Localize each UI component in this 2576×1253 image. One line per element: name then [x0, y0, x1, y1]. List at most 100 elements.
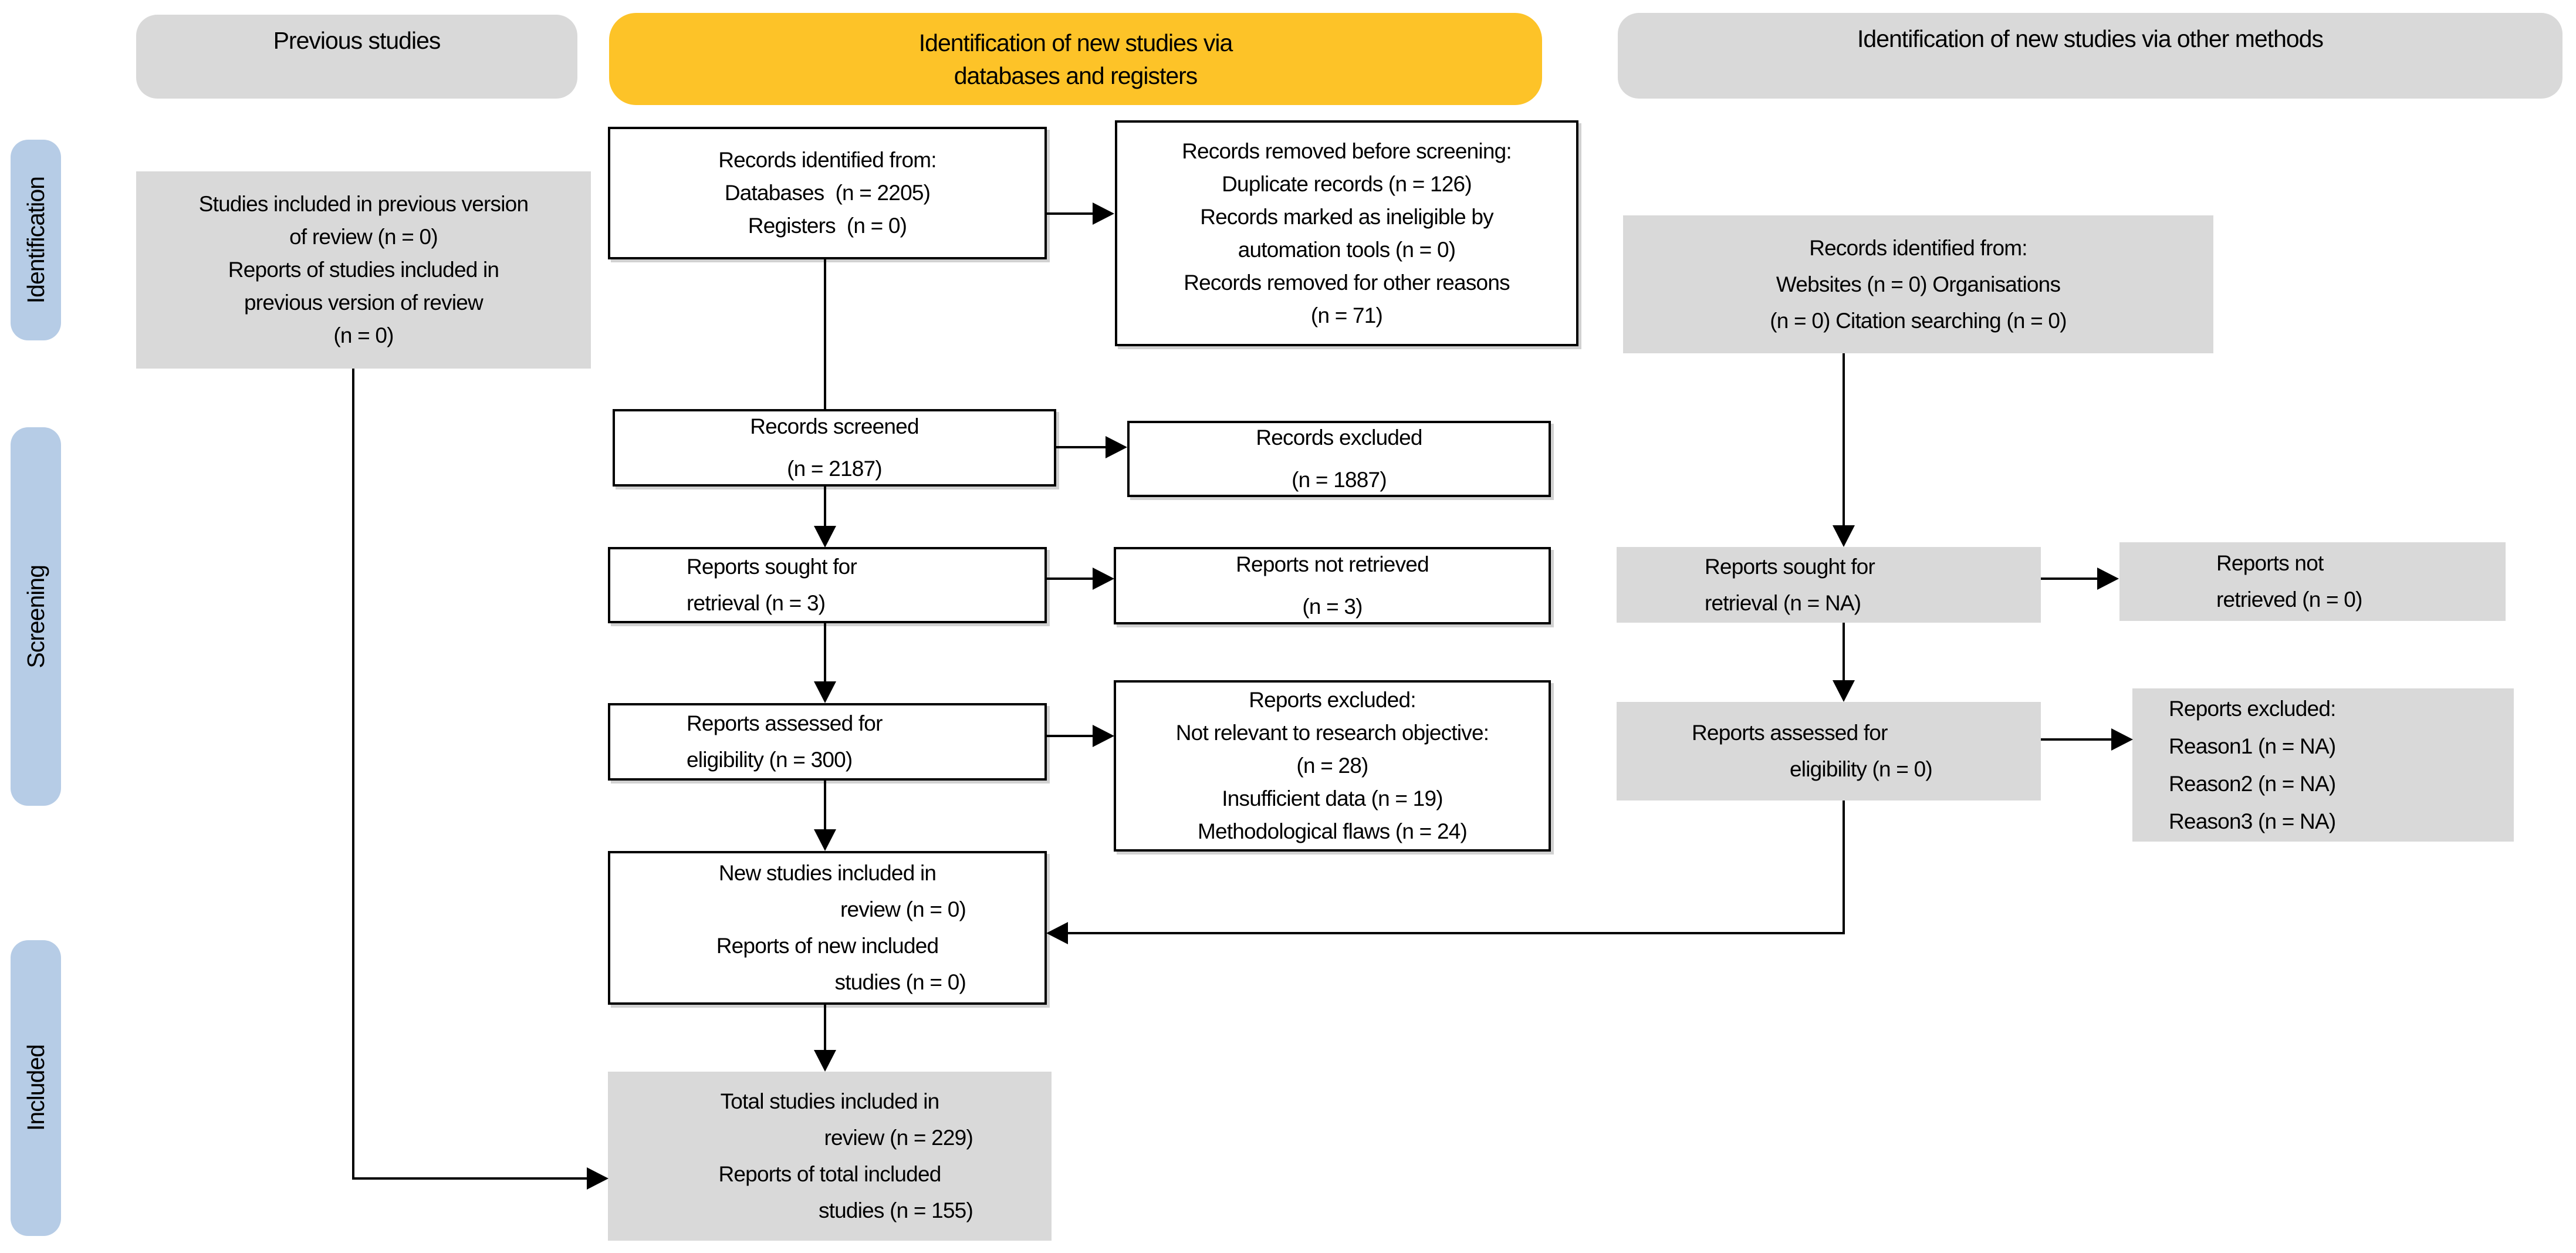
text-line: New studies included in [718, 861, 937, 885]
text-line: (n = 2187) [787, 457, 883, 481]
box-other-records-identified: Records identified from: Websites (n = 0)… [1623, 215, 2213, 353]
text-line: Reports excluded: [1249, 688, 1416, 712]
text-line: Records identified from: [1809, 235, 2027, 260]
text-line: review (n = 229) [824, 1126, 973, 1150]
text-line: Databases (n = 2205) [724, 181, 931, 205]
arrowhead-into-total-studies [814, 1050, 836, 1072]
text-line: (n = 0) [333, 323, 394, 347]
stage-screening-label: Screening [22, 565, 49, 668]
text-line: Reason3 (n = NA) [2169, 809, 2336, 833]
text-line: eligibility (n = 300) [687, 748, 853, 772]
text-line: Reports of new included [716, 934, 939, 958]
box-reports-not-retrieved: Reports not retrieved (n = 3) [1114, 547, 1551, 624]
connector-other-sought-to-not-retrieved [2041, 577, 2097, 580]
connector-other-sought-to-assessed [1843, 623, 1845, 681]
box-records-removed: Records removed before screening: Duplica… [1115, 120, 1578, 346]
text-line: eligibility (n = 0) [1790, 757, 1933, 781]
box-previous-studies: Studies included in previous version of r… [136, 171, 591, 369]
arrowhead-into-new-studies-from-other [1046, 922, 1068, 944]
text-line: Records removed for other reasons [1184, 270, 1510, 295]
text-line: (n = 3) [1302, 595, 1363, 619]
text-line: (n = 71) [1310, 303, 1383, 327]
text-line: Reports not retrieved [1236, 552, 1429, 576]
arrowhead-into-reports-excluded [1093, 725, 1114, 747]
box-other-reports-assessed: Reports assessed for eligibility (n = 0) [1617, 702, 2041, 801]
header-databases-registers: Identification of new studies via databas… [609, 13, 1542, 105]
text-line: review (n = 0) [840, 897, 966, 921]
text-line: Reports sought for [1705, 554, 1875, 579]
text-line: retrieval (n = 3) [687, 591, 826, 615]
text-line: Reports of studies included in [228, 258, 499, 282]
text-line: Records removed before screening: [1182, 139, 1512, 163]
arrowhead-into-other-sought [1833, 525, 1855, 547]
text-line: Duplicate records (n = 126) [1222, 171, 1472, 196]
text-line: Reports of total included [718, 1162, 941, 1186]
box-reports-sought: Reports sought for retrieval (n = 3) [608, 547, 1047, 623]
connector-new-studies-to-total [824, 1002, 826, 1051]
stage-identification-label: Identification [22, 176, 49, 304]
header-other-methods: Identification of new studies via other … [1618, 13, 2563, 99]
arrowhead-into-other-not-retrieved [2097, 568, 2119, 590]
arrowhead-into-other-assessed [1833, 680, 1855, 702]
connector-previous-to-total-vertical [352, 369, 354, 1178]
stage-included: Included [11, 940, 61, 1236]
box-other-reports-not-retrieved: Reports not retrieved (n = 0) [2119, 542, 2506, 621]
text-line: retrieved (n = 0) [2216, 587, 2362, 612]
arrowhead-into-records-excluded [1106, 436, 1127, 458]
box-records-excluded: Records excluded(n = 1887) [1127, 421, 1551, 497]
text-line: retrieval (n = NA) [1705, 590, 1861, 615]
text-line: studies (n = 155) [818, 1198, 973, 1222]
text-line: Insufficient data (n = 19) [1222, 786, 1443, 810]
box-reports-assessed: Reports assessed for eligibility (n = 300… [608, 703, 1047, 781]
text-line: of review (n = 0) [289, 225, 438, 249]
box-other-reports-excluded: Reports excluded:Reason1 (n = NA)Reason2… [2132, 688, 2514, 842]
stage-identification: Identification [11, 140, 61, 340]
text-line: Not relevant to research objective: [1175, 721, 1489, 745]
text-line: Records identified from: [718, 148, 937, 172]
text-line: Identification of new studies via [918, 29, 1233, 56]
text-line: Identification of new studies via other … [1857, 25, 2324, 52]
text-line: Reports not [2216, 551, 2324, 575]
connector-other-to-new-studies-horizontal [1068, 932, 1845, 934]
text-line: previous version of review [244, 291, 484, 315]
text-line: databases and registers [954, 62, 1198, 89]
arrowhead-into-new-studies [814, 829, 836, 851]
text-line: Reason1 (n = NA) [2169, 734, 2336, 758]
box-records-identified: Records identified from: Databases (n = 2… [608, 127, 1047, 259]
text-line: Total studies included in [720, 1089, 940, 1113]
text-line: (n = 28) [1296, 754, 1368, 778]
stage-screening: Screening [11, 427, 61, 806]
text-line: Previous studies [273, 27, 441, 54]
connector-sought-to-not-retrieved [1044, 577, 1093, 580]
connector-other-assessed-elbow-vertical [1843, 801, 1845, 934]
connector-other-records-to-sought [1843, 353, 1845, 526]
arrowhead-into-total-box [587, 1167, 608, 1190]
text-line: Studies included in previous version [198, 192, 529, 216]
connector-screened-to-sought [824, 484, 826, 526]
text-line: automation tools (n = 0) [1238, 237, 1456, 262]
connector-assessed-to-excluded [1044, 735, 1093, 737]
text-line: Registers (n = 0) [748, 214, 907, 238]
text-line: Websites (n = 0) Organisations [1776, 272, 2061, 296]
arrowhead-into-records-removed [1093, 202, 1114, 225]
arrowhead-into-other-reports-excluded [2111, 728, 2133, 751]
box-reports-excluded: Reports excluded: Not relevant to researc… [1114, 680, 1551, 852]
header-previous-studies: Previous studies [136, 15, 577, 99]
text-line: Methodological flaws (n = 24) [1197, 819, 1468, 843]
text-line: Records marked as ineligible by [1200, 204, 1493, 229]
text-line: Reports assessed for [1692, 721, 1888, 745]
text-line: (n = 0) Citation searching (n = 0) [1770, 308, 2067, 333]
stage-included-label: Included [22, 1045, 49, 1132]
arrowhead-into-reports-sought [814, 526, 836, 548]
box-new-studies-included: New studies included in review (n = 0) Rep… [608, 851, 1047, 1005]
text-line: Reports assessed for [687, 711, 883, 735]
arrowhead-into-reports-assessed [814, 681, 836, 703]
box-records-screened: Records screened(n = 2187) [613, 409, 1056, 487]
connector-identified-to-removed [1044, 212, 1093, 215]
connector-screened-to-excluded [1054, 446, 1106, 448]
text-line: Records excluded [1256, 425, 1422, 450]
text-line: Reason2 (n = NA) [2169, 771, 2336, 796]
text-line: Reports sought for [687, 555, 857, 579]
arrowhead-into-reports-not-retrieved [1093, 568, 1114, 590]
text-line: studies (n = 0) [834, 970, 966, 994]
